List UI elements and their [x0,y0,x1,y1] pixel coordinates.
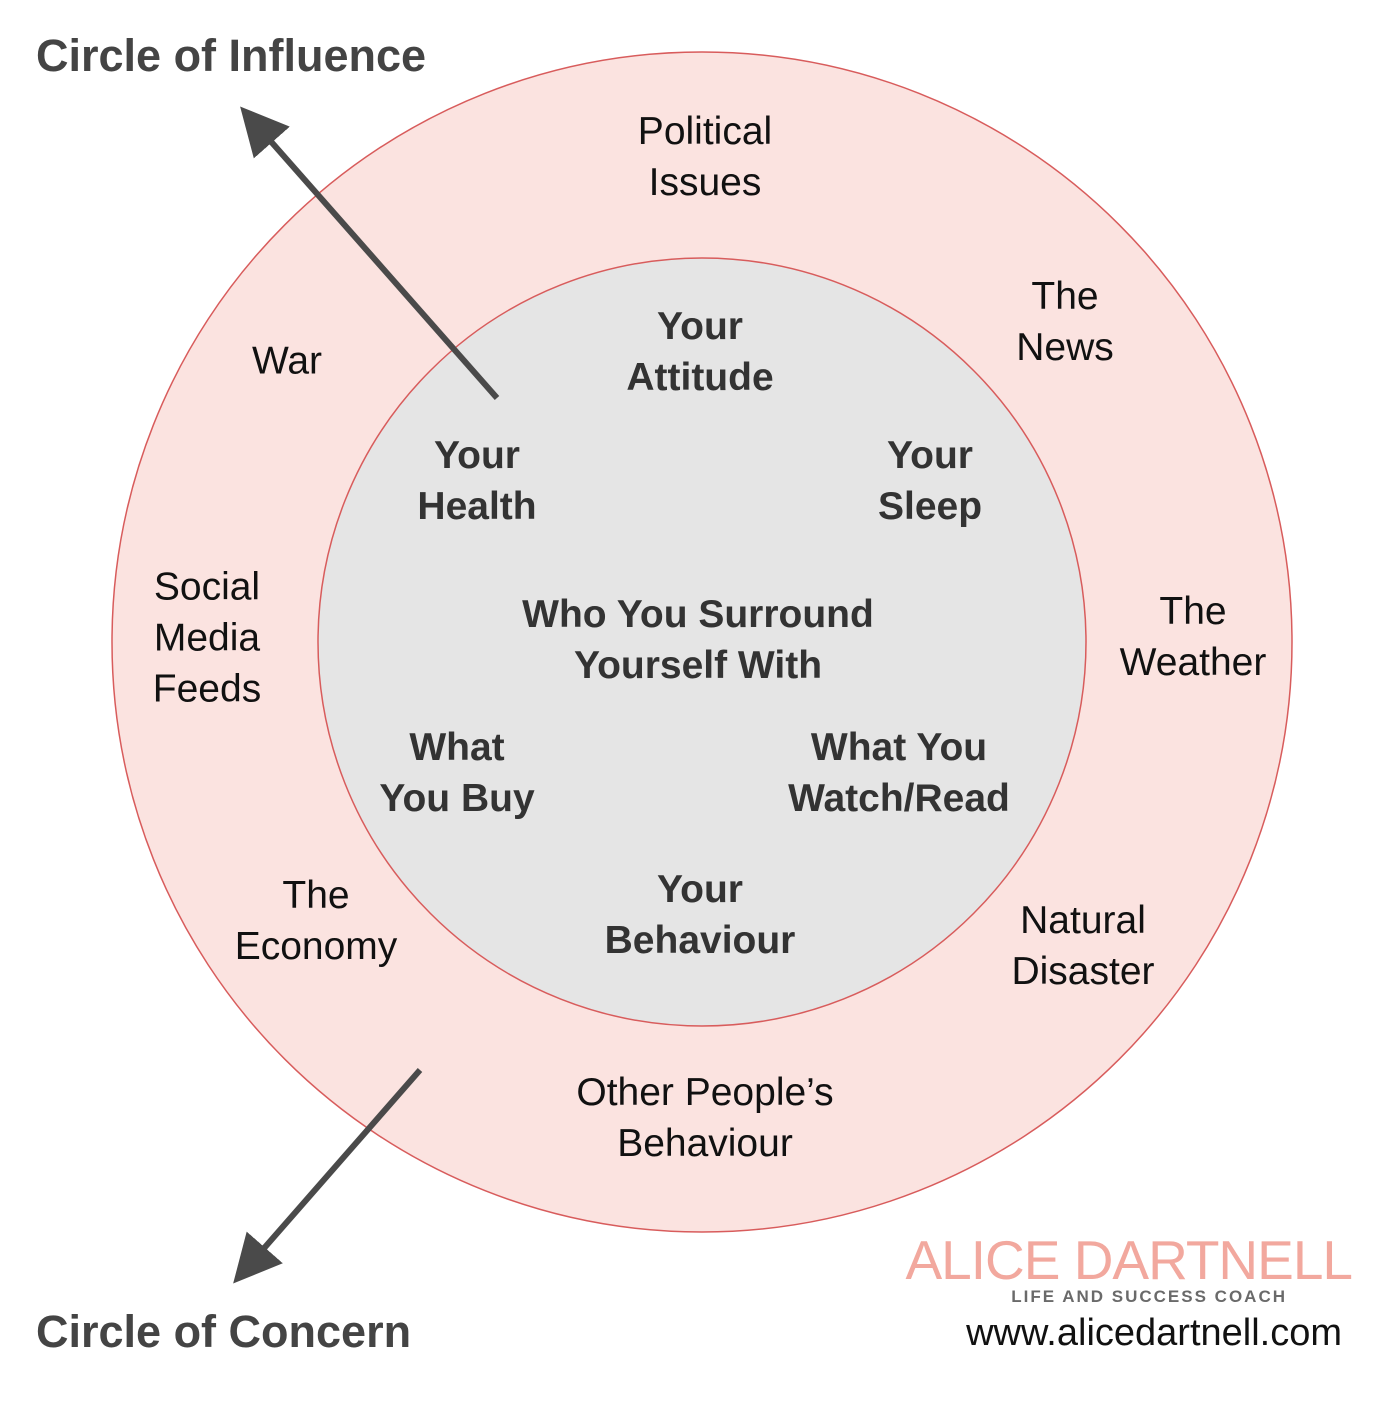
circle-of-concern-heading: Circle of Concern [36,1306,412,1357]
concern-arrow [233,1068,423,1284]
circle-of-influence-heading: Circle of Influence [36,30,427,81]
brand-website[interactable]: www.alicedartnell.com [966,1312,1342,1354]
brand-logo-name: ALICE DARTNELL [905,1229,1353,1291]
brand-tagline: LIFE AND SUCCESS COACH [1011,1287,1287,1306]
influence-arrow [240,106,500,400]
outer-item-war: War [251,339,323,383]
circle-of-influence-disc [317,257,1087,1027]
